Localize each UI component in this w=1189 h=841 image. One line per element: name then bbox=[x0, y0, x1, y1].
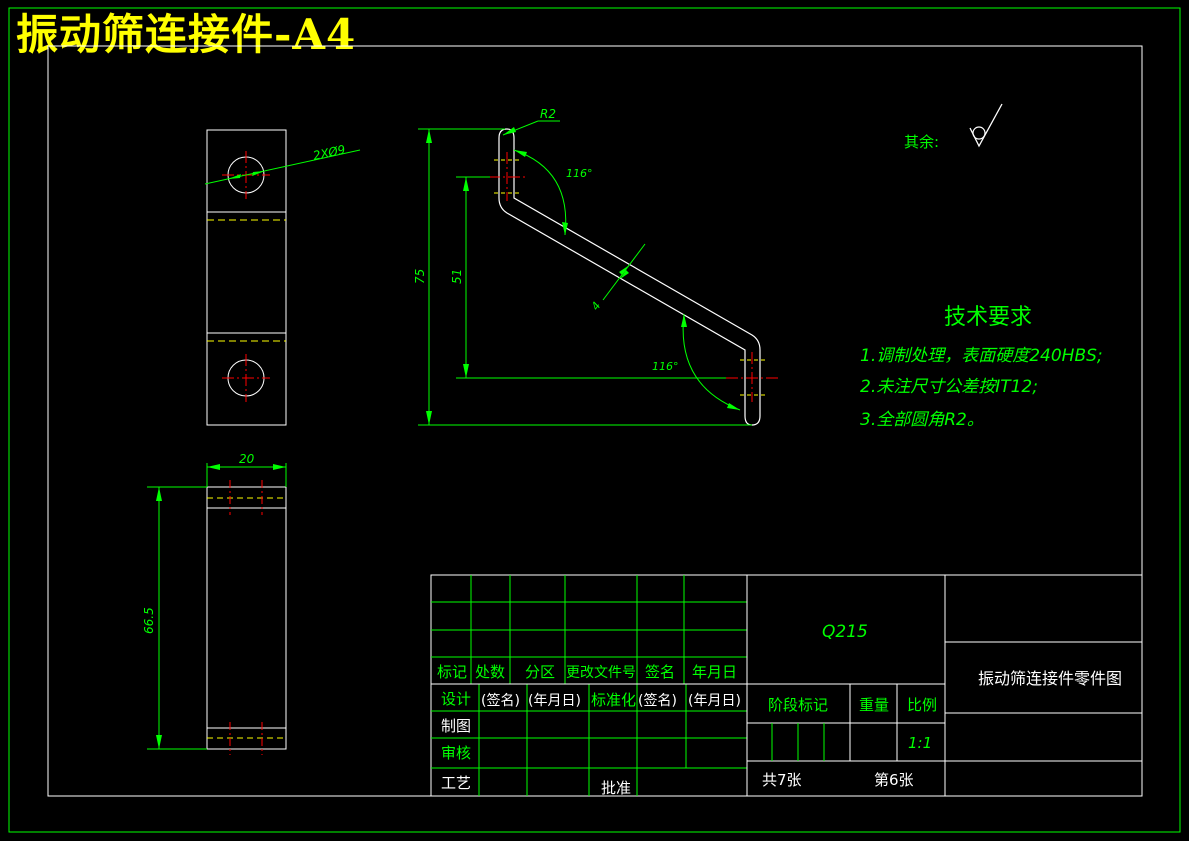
row-standard-date: (年月日) bbox=[688, 693, 741, 709]
side-view: 20 66.5 bbox=[142, 452, 287, 755]
stage-label: 阶段标记 bbox=[768, 696, 828, 714]
row-design-sign: (签名) bbox=[481, 692, 520, 709]
sheet-number: 第6张 bbox=[874, 771, 914, 789]
hdr-count: 处数 bbox=[475, 663, 505, 681]
hdr-zone: 分区 bbox=[525, 663, 555, 681]
dim-length: 66.5 bbox=[142, 607, 156, 634]
part-name: 振动筛连接件零件图 bbox=[978, 669, 1122, 688]
scale-value: 1:1 bbox=[908, 734, 932, 752]
front-view: 75 51 R2 116° 4 116° bbox=[413, 107, 778, 426]
row-design-date: (年月日) bbox=[528, 693, 581, 709]
row-standard-sign: (签名) bbox=[638, 692, 677, 709]
dim-height-inner: 51 bbox=[450, 269, 464, 284]
row-design: 设计 bbox=[441, 690, 471, 708]
dim-height-total: 75 bbox=[413, 269, 427, 284]
hdr-mark: 标记 bbox=[437, 663, 467, 681]
hdr-sign: 签名 bbox=[645, 663, 675, 681]
tech-requirements: 技术要求 1.调制处理，表面硬度240HBS; 2.未注尺寸公差按IT12; 3… bbox=[860, 305, 1103, 430]
dim-width: 20 bbox=[239, 452, 255, 466]
top-view: 2XØ9 bbox=[204, 129, 361, 426]
row-process: 工艺 bbox=[441, 774, 471, 792]
row-approve: 批准 bbox=[601, 779, 631, 797]
hdr-change-doc: 更改文件号 bbox=[566, 665, 636, 681]
dim-holes: 2XØ9 bbox=[312, 142, 347, 162]
hdr-date: 年月日 bbox=[692, 663, 737, 681]
material: Q215 bbox=[822, 622, 868, 642]
sheets-total: 共7张 bbox=[762, 771, 802, 789]
surface-finish: 其余: bbox=[904, 103, 1003, 151]
tech-item-1: 1.调制处理，表面硬度240HBS; bbox=[860, 346, 1103, 366]
dim-radius: R2 bbox=[540, 107, 556, 121]
row-standard: 标准化 bbox=[591, 691, 636, 709]
tech-title: 技术要求 bbox=[944, 305, 1032, 330]
row-drawing: 制图 bbox=[441, 717, 471, 735]
weight-label: 重量 bbox=[859, 696, 889, 714]
row-review: 审核 bbox=[441, 744, 471, 762]
surface-label: 其余: bbox=[904, 133, 939, 151]
tech-item-2: 2.未注尺寸公差按IT12; bbox=[860, 377, 1038, 397]
dim-angle-top: 116° bbox=[566, 167, 593, 180]
outer-border bbox=[8, 7, 1181, 833]
dim-angle-bottom: 116° bbox=[652, 360, 679, 373]
dim-thickness: 4 bbox=[589, 300, 604, 313]
scale-label: 比例 bbox=[907, 696, 937, 714]
roughness-icon bbox=[969, 103, 1003, 148]
bent-profile bbox=[498, 128, 761, 426]
banner-title: 振动筛连接件-A4 bbox=[16, 10, 357, 59]
tech-item-3: 3.全部圆角R2。 bbox=[860, 410, 984, 430]
title-block: 标记 处数 分区 更改文件号 签名 年月日 设计 (签名) (年月日) 标准化 … bbox=[430, 574, 1143, 797]
